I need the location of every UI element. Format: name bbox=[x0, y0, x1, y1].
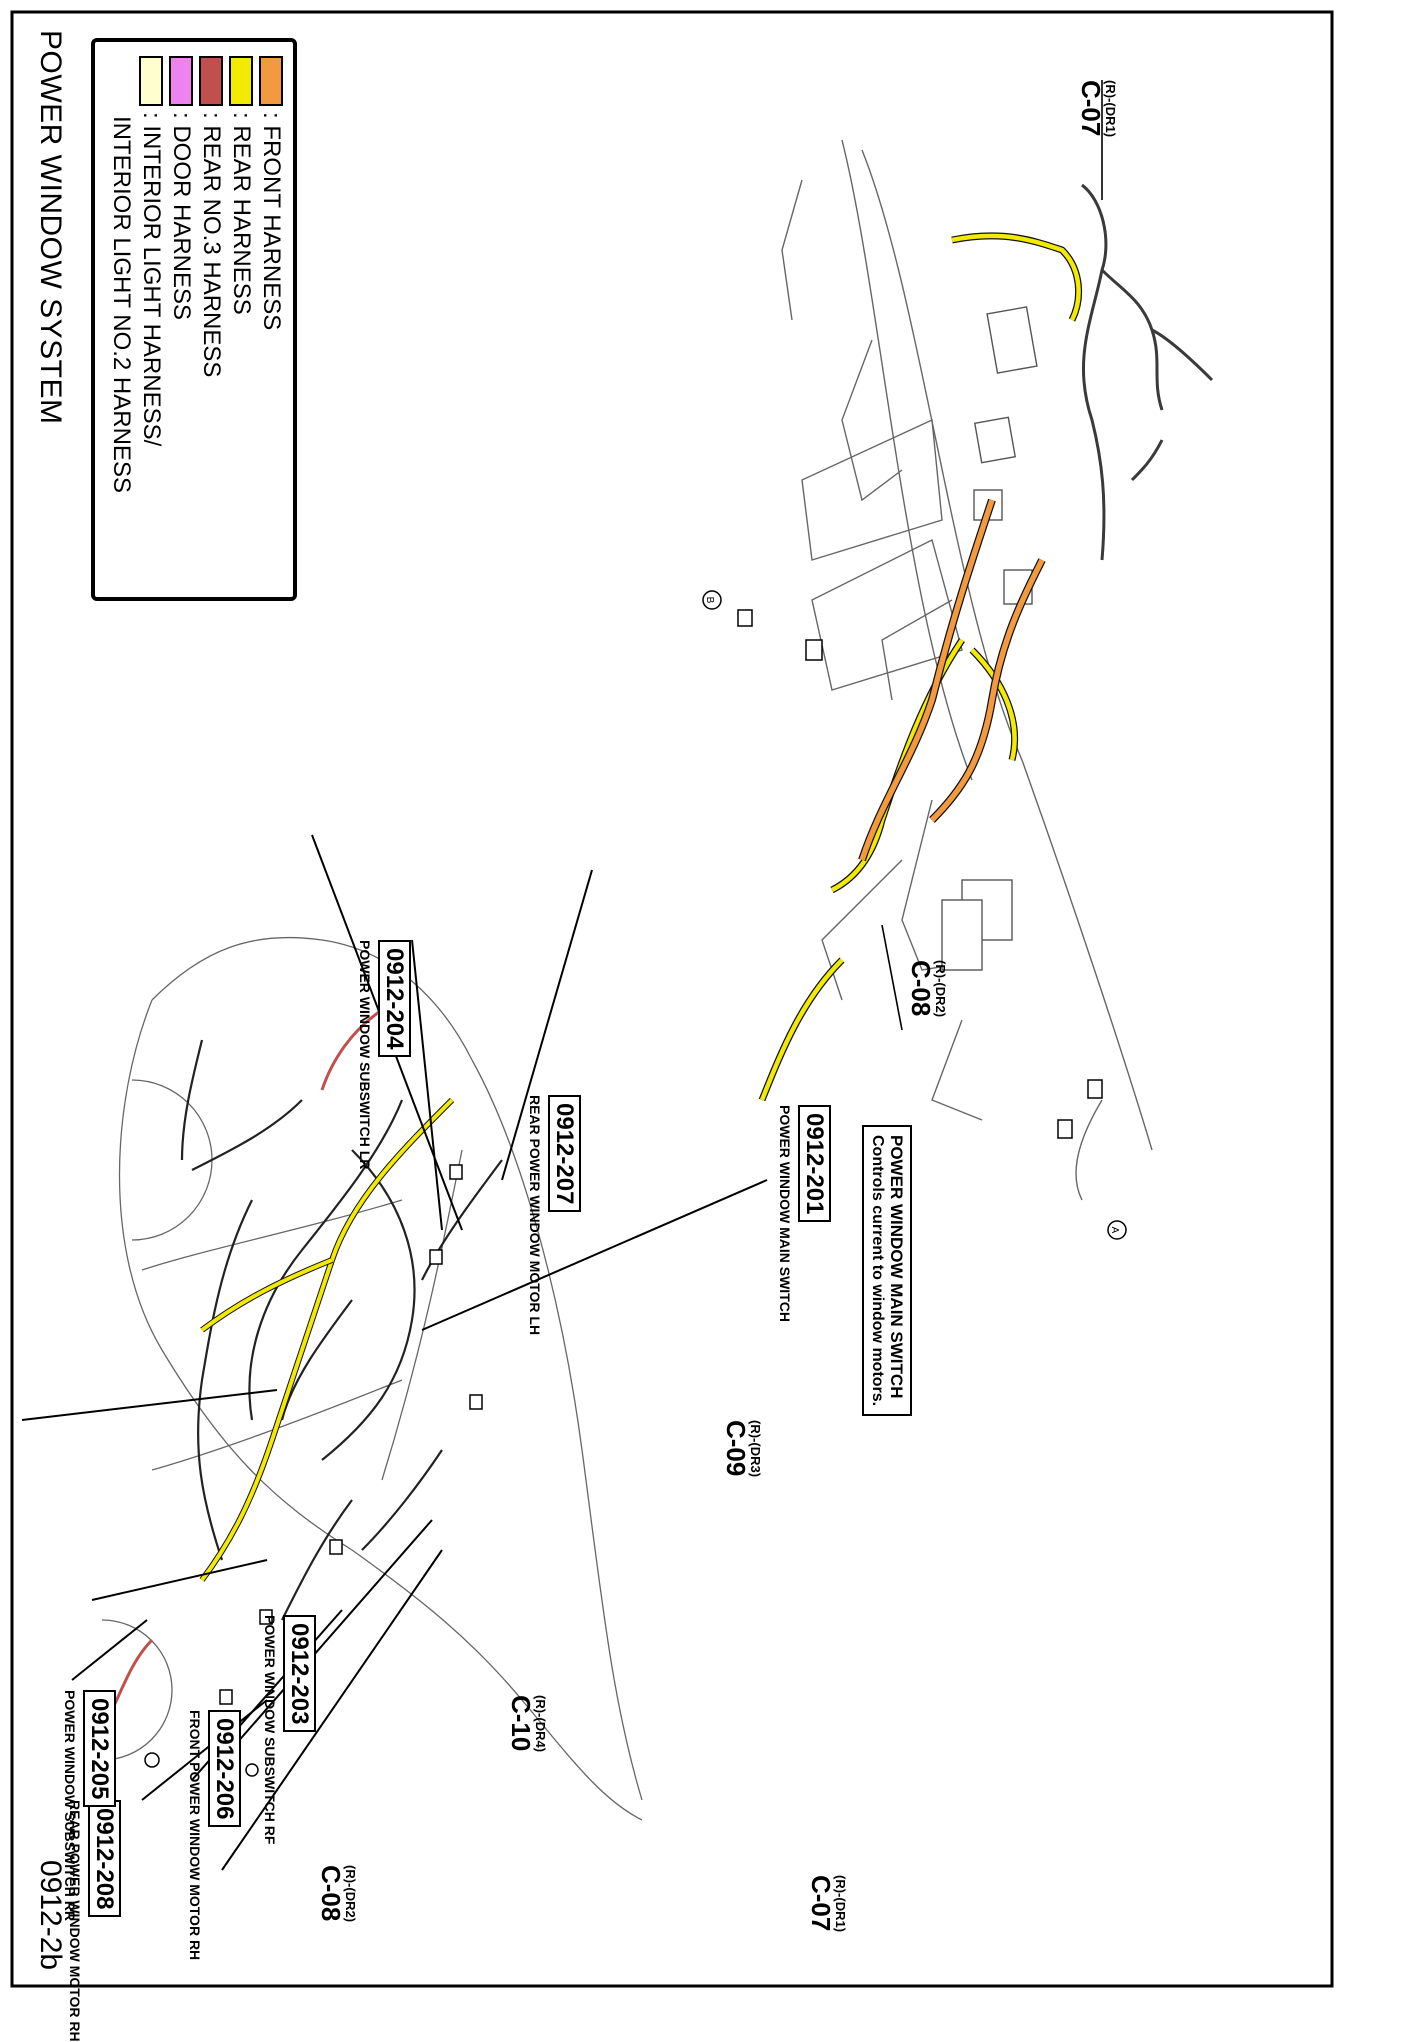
legend-interior-continuation: INTERIOR LIGHT NO.2 HARNESS bbox=[107, 116, 135, 493]
car-c08-name: C-08 bbox=[316, 1865, 346, 1922]
car-c10-name: C-10 bbox=[506, 1695, 536, 1752]
legend-door: : DOOR HARNESS bbox=[167, 56, 195, 320]
ref-0912-205-desc: POWER WINDOW SUBSWITCH RR bbox=[62, 1690, 78, 1921]
car-connector-c08: (R)-(DR2) C-08 bbox=[316, 1865, 358, 1922]
ref-0912-207[interactable]: 0912-207 REAR POWER WINDOW MOTOR LH bbox=[527, 1095, 581, 1336]
ref-0912-204[interactable]: 0912-204 POWER WINDOW SUBSWITCH LR bbox=[357, 940, 411, 1170]
legend-rear-no3-label: : REAR NO.3 HARNESS bbox=[198, 112, 225, 378]
car-connector-c10: (R)-(DR4) C-10 bbox=[506, 1695, 548, 1752]
detail-c08-name: C-08 bbox=[906, 960, 936, 1017]
detail-connector-c07: (R)-(DR1) C-07 bbox=[1076, 80, 1118, 137]
diagram-page: A B bbox=[10, 10, 1334, 2042]
ref-0912-206-id[interactable]: 0912-206 bbox=[208, 1710, 241, 1828]
legend-rear-no3: : REAR NO.3 HARNESS bbox=[197, 56, 225, 377]
car-connector-markers bbox=[144, 1164, 483, 1777]
detail-orange-wires bbox=[858, 498, 1046, 862]
door-detail-view bbox=[781, 139, 1153, 1201]
ref-0912-207-id[interactable]: 0912-207 bbox=[548, 1095, 581, 1213]
car-black-wires bbox=[180, 1039, 503, 1621]
ref-0912-201-desc: POWER WINDOW MAIN SWITCH bbox=[777, 1105, 793, 1322]
relay-boxes bbox=[941, 306, 1038, 971]
car-yellow-wires bbox=[199, 1097, 455, 1582]
page-title: POWER WINDOW SYSTEM bbox=[34, 30, 67, 425]
marker-a-label: A bbox=[1109, 1227, 1120, 1234]
ref-0912-201[interactable]: 0912-201 POWER WINDOW MAIN SWITCH bbox=[777, 1105, 831, 1322]
legend-interior: : INTERIOR LIGHT HARNESS/ bbox=[137, 56, 165, 446]
legend-front-swatch bbox=[259, 56, 283, 106]
car-red-wires bbox=[110, 1008, 383, 1711]
legend-rear-swatch bbox=[229, 56, 253, 106]
ref-0912-203-id[interactable]: 0912-203 bbox=[283, 1615, 316, 1733]
legend-rear-label: : REAR HARNESS bbox=[228, 112, 255, 315]
callout-body: Controls current to window motors. bbox=[869, 1135, 886, 1407]
car-c07-name: C-07 bbox=[806, 1875, 836, 1932]
legend-front-label: : FRONT HARNESS bbox=[258, 112, 285, 331]
main-switch-callout: POWER WINDOW MAIN SWITCH Controls curren… bbox=[862, 1125, 912, 1417]
legend-rear: : REAR HARNESS bbox=[227, 56, 255, 315]
marker-b-label: B bbox=[704, 597, 715, 604]
ref-0912-204-id[interactable]: 0912-204 bbox=[378, 940, 411, 1058]
ref-0912-203[interactable]: 0912-203 POWER WINDOW SUBSWITCH RF bbox=[262, 1615, 316, 1845]
harness-legend: : FRONT HARNESS : REAR HARNESS : REAR NO… bbox=[91, 38, 297, 601]
page-border bbox=[10, 10, 1334, 1988]
wiring-drawing: A B bbox=[21, 80, 1214, 1871]
ref-0912-206[interactable]: 0912-206 FRONT POWER WINDOW MOTOR RH bbox=[187, 1710, 241, 1961]
ref-0912-204-desc: POWER WINDOW SUBSWITCH LR bbox=[357, 940, 373, 1170]
callout-heading: POWER WINDOW MAIN SWITCH bbox=[887, 1135, 906, 1399]
car-c09-name: C-09 bbox=[721, 1420, 751, 1477]
car-body-outline bbox=[101, 936, 643, 1821]
ref-0912-205-id[interactable]: 0912-205 bbox=[83, 1690, 116, 1808]
legend-interior-label: : INTERIOR LIGHT HARNESS/ bbox=[138, 112, 165, 447]
detail-leaders bbox=[881, 80, 1103, 1031]
ref-0912-203-desc: POWER WINDOW SUBSWITCH RF bbox=[262, 1615, 278, 1845]
ref-0912-201-id[interactable]: 0912-201 bbox=[798, 1105, 831, 1223]
ref-0912-207-desc: REAR POWER WINDOW MOTOR LH bbox=[527, 1095, 543, 1336]
ref-0912-205[interactable]: 0912-205 POWER WINDOW SUBSWITCH RR bbox=[62, 1690, 116, 1921]
detail-gray-wires bbox=[1081, 183, 1214, 561]
detail-connector-markers bbox=[702, 590, 1127, 1240]
car-leaders bbox=[21, 834, 768, 1871]
legend-interior-swatch bbox=[139, 56, 163, 106]
legend-front: : FRONT HARNESS bbox=[257, 56, 285, 330]
ref-0912-206-desc: FRONT POWER WINDOW MOTOR RH bbox=[187, 1710, 203, 1961]
legend-continuation-label: INTERIOR LIGHT NO.2 HARNESS bbox=[108, 116, 135, 493]
detail-c07-name: C-07 bbox=[1076, 80, 1106, 137]
detail-connector-c08: (R)-(DR2) C-08 bbox=[906, 960, 948, 1017]
legend-door-label: : DOOR HARNESS bbox=[168, 112, 195, 321]
legend-rear-no3-swatch bbox=[199, 56, 223, 106]
car-connector-c07: (R)-(DR1) C-07 bbox=[806, 1875, 848, 1932]
legend-door-swatch bbox=[169, 56, 193, 106]
car-connector-c09: (R)-(DR3) C-09 bbox=[721, 1420, 763, 1477]
rotated-sheet: A B bbox=[21, 30, 1214, 2042]
